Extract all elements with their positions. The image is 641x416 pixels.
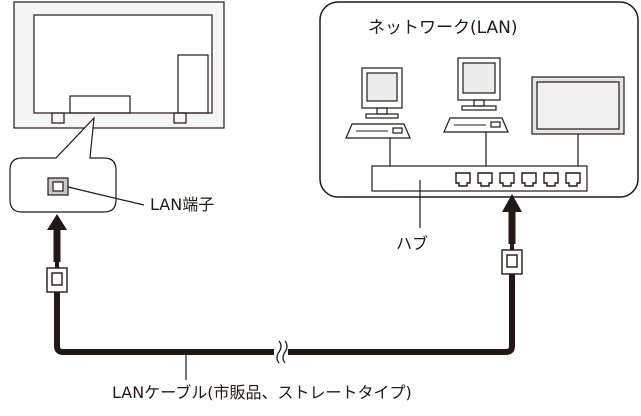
lan-cable-label: LANケーブル(市販品、ストレートタイプ) [112,383,412,402]
monitor-icon [531,76,625,135]
hub-port [455,172,581,187]
lan-port-label: LAN端子 [150,195,215,214]
hub-label: ハブ [396,234,429,253]
lan-port-callout [9,116,117,213]
arrow-up-icon [502,194,522,244]
cable-break-icon [276,340,288,364]
arrow-up-icon [47,214,67,262]
computer-icon [443,57,509,133]
lan-port-icon [47,177,69,196]
network-title: ネットワーク(LAN) [368,18,518,38]
rj45-connector-icon [46,267,68,293]
lan-port-leader-line [67,186,145,206]
display-back-icon [13,1,225,129]
rj45-connector-icon [501,249,523,275]
hub-icon [371,165,588,192]
computer-icon [345,67,411,139]
